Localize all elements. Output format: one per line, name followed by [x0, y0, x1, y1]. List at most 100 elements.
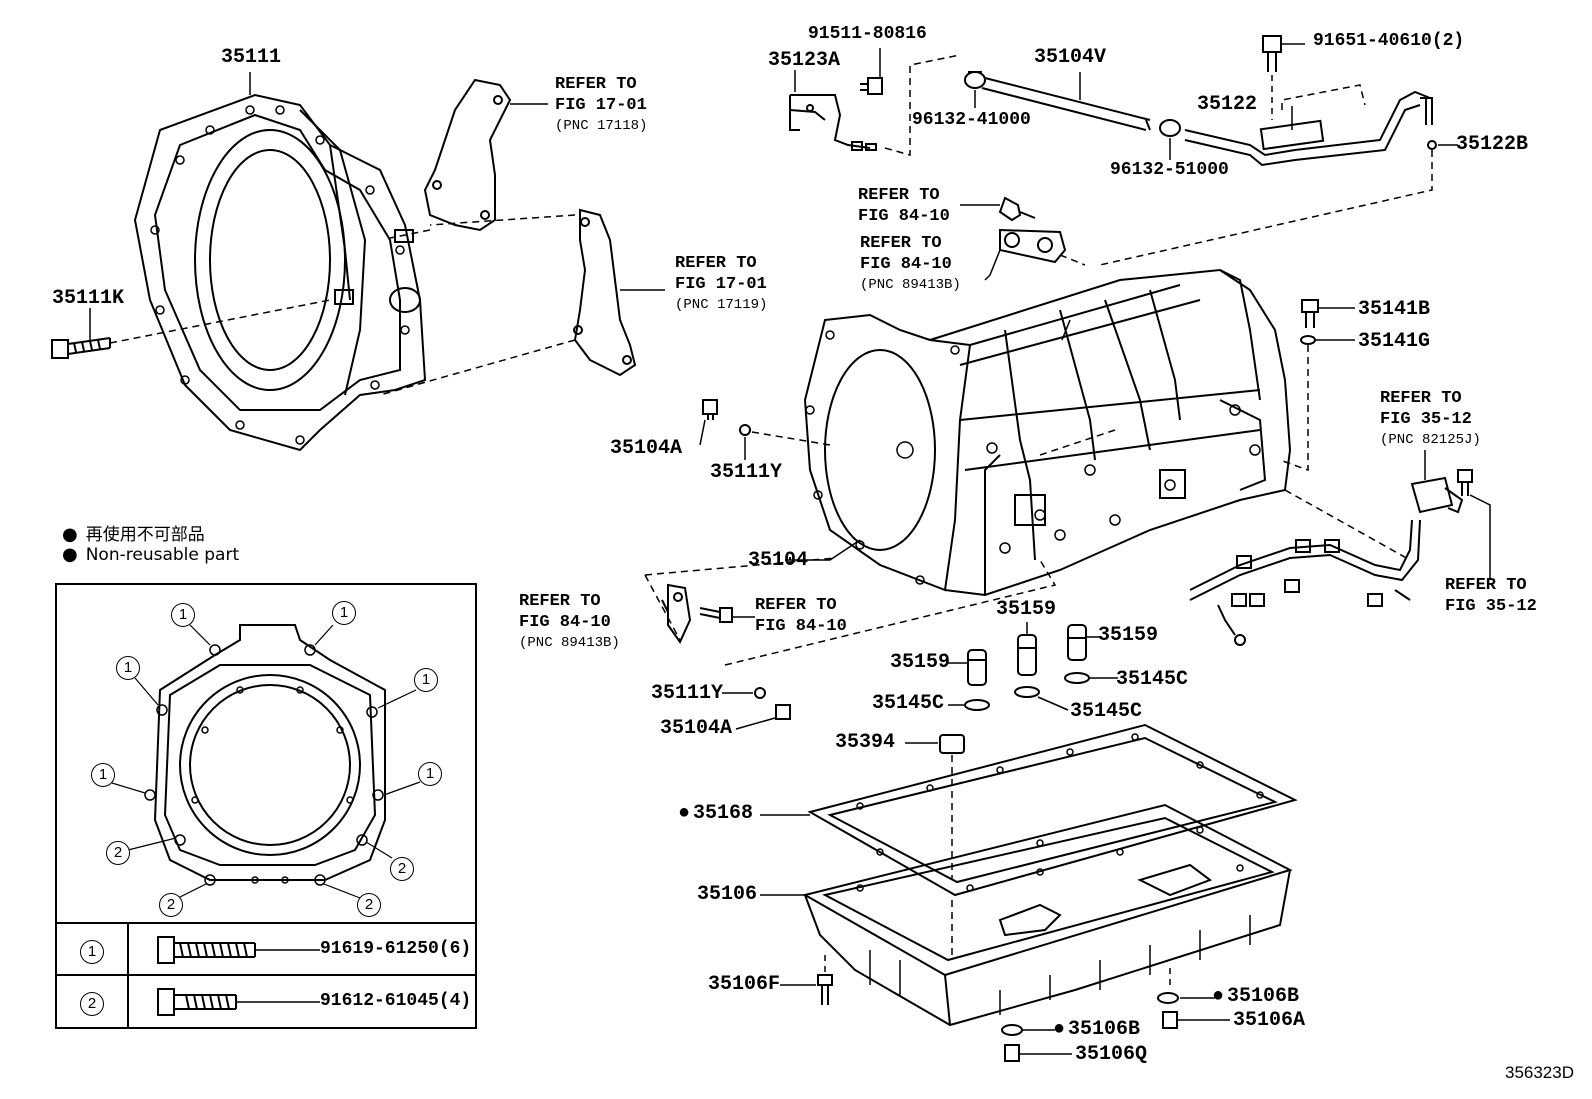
plug-35104a-upper	[702, 399, 718, 420]
part-35145c-mid: 35145C	[1070, 700, 1143, 723]
part-35159-left: 35159	[890, 651, 951, 674]
legend-text-jp: 再使用不可部品	[85, 525, 205, 545]
part-35168: 35168	[678, 802, 753, 825]
part-35104a-lower: 35104A	[660, 717, 733, 740]
refer-line2: FIG 84-10	[860, 255, 952, 274]
refer-line2: FIG 35-12	[1380, 410, 1472, 429]
refer-line1: REFER TO	[755, 596, 837, 615]
part-35104: 35104	[748, 549, 809, 572]
washer-35145c-left	[964, 699, 990, 711]
refer-line2: FIG 84-10	[858, 207, 950, 226]
strainer-pipe-35159-right	[1067, 624, 1087, 661]
refer-line1: REFER TO	[860, 234, 942, 253]
part-35106q: 35106Q	[1075, 1043, 1148, 1066]
part-35159-right: 35159	[1098, 624, 1159, 647]
refer-line1: REFER TO	[519, 592, 601, 611]
part-35111y-lower: 35111Y	[651, 682, 724, 705]
wire-harness	[1189, 519, 1421, 646]
washer-35145c-right	[1064, 672, 1090, 684]
bolt-91511-80816	[860, 77, 883, 95]
oring-35122b	[1427, 140, 1437, 150]
part-91651-40610: 91651-40610(2)	[1313, 31, 1465, 51]
bolt-35106f	[817, 974, 833, 1005]
part-35145c-left: 35145C	[872, 692, 945, 715]
part-35106f: 35106F	[708, 973, 781, 996]
part-35106b-right: 35106B	[1212, 985, 1299, 1008]
legend-text-en: Non-reusable part	[85, 545, 240, 565]
refer-line1: REFER TO	[555, 75, 637, 94]
strainer-pipe-35159-left	[967, 649, 987, 686]
figure-id: 356323D	[1504, 1063, 1574, 1082]
part-35111k: 35111K	[52, 287, 125, 310]
bolt-mark: 1	[418, 762, 442, 786]
strainer-pipe-35159-mid	[1017, 634, 1037, 676]
refer-line2: FIG 17-01	[675, 275, 767, 294]
refer-pnc: (PNC 89413B)	[519, 635, 620, 651]
clamp-96132-51000	[1159, 119, 1181, 137]
part-35106a: 35106A	[1233, 1009, 1306, 1032]
table-mark-2: 2	[80, 992, 104, 1016]
washer-35145c-mid	[1014, 686, 1040, 698]
refer-note-fig-17-01-b: REFER TO FIG 17-01 (PNC 17119)	[675, 253, 767, 316]
sensor-84-10-lower	[661, 583, 733, 645]
bolt-mark: 2	[357, 893, 381, 917]
bolt-mark: 2	[390, 857, 414, 881]
part-35168-text: 35168	[693, 802, 754, 825]
magnet-35394	[939, 734, 965, 754]
part-35111: 35111	[221, 46, 282, 69]
bolt-35-12	[1457, 469, 1473, 496]
bolt-mark: 1	[332, 601, 356, 625]
shield-plate-17119	[573, 208, 637, 377]
part-35104a-upper: 35104A	[610, 437, 683, 460]
refer-line1: REFER TO	[675, 254, 757, 273]
bolt-mark: 1	[116, 656, 140, 680]
bolt-35111k	[51, 337, 111, 359]
refer-note-fig-17-01-a: REFER TO FIG 17-01 (PNC 17118)	[555, 74, 647, 137]
drain-plug-35106a	[1162, 1011, 1178, 1029]
refer-note-fig-84-10-d: REFER TO FIG 84-10	[755, 595, 847, 637]
refer-line1: REFER TO	[858, 186, 940, 205]
plug-35104a-lower	[775, 704, 791, 720]
refer-pnc: (PNC 17119)	[675, 297, 768, 313]
hose-35104v	[981, 77, 1151, 131]
part-35106: 35106	[697, 883, 758, 906]
refer-note-fig-84-10-b: REFER TO FIG 84-10 (PNC 89413B)	[860, 233, 961, 296]
part-35141g: 35141G	[1358, 330, 1431, 353]
part-35122: 35122	[1197, 93, 1258, 116]
clamp-96132-41000	[964, 71, 986, 89]
part-96132-51000: 96132-51000	[1110, 160, 1229, 180]
refer-note-fig-35-12-a: REFER TO FIG 35-12 (PNC 82125J)	[1380, 388, 1481, 451]
washer-35141g	[1300, 335, 1316, 345]
bolt-91651-40610	[1262, 35, 1282, 72]
bolt-part-91619-61250: 91619-61250(6)	[320, 939, 472, 959]
part-96132-41000: 96132-41000	[912, 110, 1031, 130]
refer-line1: REFER TO	[1380, 389, 1462, 408]
refer-pnc: (PNC 89413B)	[860, 277, 961, 293]
bolt-35141b	[1301, 299, 1319, 328]
part-35394: 35394	[835, 731, 896, 754]
part-35104v: 35104V	[1034, 46, 1107, 69]
oil-cooler-tube-35123a	[789, 94, 877, 151]
bolt-mark: 1	[171, 603, 195, 627]
bolt-mark: 2	[159, 893, 183, 917]
part-35106b-right-text: 35106B	[1227, 985, 1300, 1008]
part-35123a: 35123A	[768, 49, 841, 72]
oil-pan-35106	[802, 803, 1293, 1027]
table-mark-1: 1	[80, 940, 104, 964]
refer-note-fig-84-10-c: REFER TO FIG 84-10 (PNC 89413B)	[519, 591, 620, 654]
part-35111y-upper: 35111Y	[710, 461, 783, 484]
legend-non-reusable-en: ●Non-reusable part	[62, 544, 239, 565]
oring-35111y-upper	[739, 424, 751, 436]
legend-bullet-icon: ●	[62, 524, 78, 545]
gasket-35106b-left	[1001, 1024, 1023, 1036]
part-35106b-left-text: 35106B	[1068, 1018, 1141, 1041]
refer-note-fig-84-10-a: REFER TO FIG 84-10	[858, 185, 950, 227]
bolt-location-inset	[55, 583, 477, 1029]
refer-line2: FIG 35-12	[1445, 597, 1537, 616]
part-35145c-right: 35145C	[1116, 668, 1189, 691]
refer-line2: FIG 84-10	[519, 613, 611, 632]
bolt-part-91612-61045: 91612-61045(4)	[320, 991, 472, 1011]
oil-pan-gasket-35168	[807, 723, 1298, 897]
shield-plate-17118	[423, 78, 512, 232]
